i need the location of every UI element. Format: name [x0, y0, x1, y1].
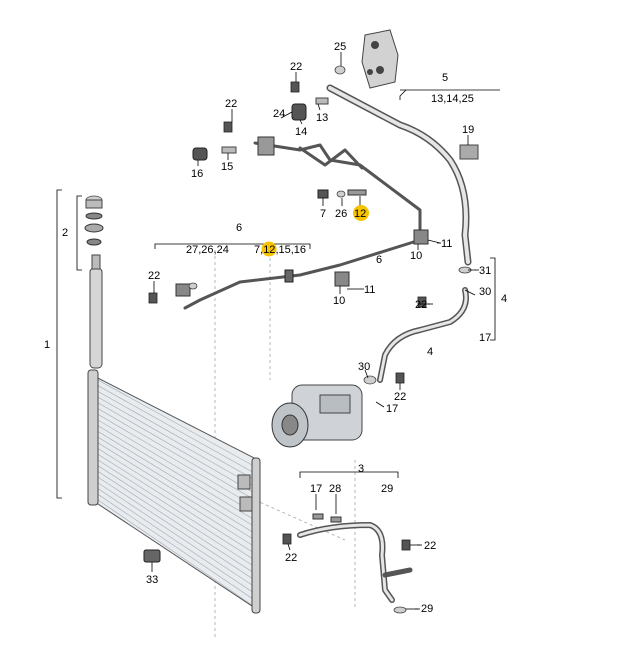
condenser-fin	[97, 431, 253, 526]
group-label: 5	[442, 72, 448, 84]
part-callout: 17	[479, 332, 491, 344]
condenser	[87, 369, 261, 614]
condenser-fin	[97, 436, 253, 532]
part-callout: 17	[310, 483, 322, 495]
group-label: 3	[358, 463, 364, 475]
condenser-fins	[97, 379, 253, 606]
group-label: 29	[381, 483, 393, 495]
part-callout-highlighted: 12	[354, 208, 366, 220]
condenser-fin	[97, 396, 253, 486]
part-callout: 30	[479, 286, 491, 298]
group-label: 13,14,25	[431, 93, 474, 105]
compressor	[271, 384, 363, 448]
part-callout: 22	[290, 61, 302, 73]
part-callout: 22	[148, 270, 160, 282]
condenser-fin	[97, 482, 253, 586]
pipe-lines	[183, 84, 472, 603]
part-callout: 19	[462, 124, 474, 136]
condenser-fin	[97, 453, 253, 552]
part-callout: 11	[364, 284, 375, 296]
group-label: 6	[236, 222, 242, 234]
condenser-fin	[97, 391, 253, 479]
part-callout: 16	[191, 168, 203, 180]
part-callout: 22	[285, 552, 297, 564]
hardware	[143, 65, 479, 614]
part-callout: 10	[333, 295, 345, 307]
expansion-valve	[361, 29, 399, 89]
condenser-fin	[97, 476, 253, 579]
group-6-sublist-text: 7,12,15,16	[254, 244, 306, 256]
condenser-fin	[97, 488, 253, 592]
part-callout: 14	[295, 126, 307, 138]
condenser-fin	[97, 442, 253, 539]
condenser-fin	[97, 402, 253, 492]
condenser-fin	[97, 408, 253, 499]
condenser-fin	[97, 385, 253, 472]
dash-markers	[360, 242, 479, 610]
group-label: 6	[376, 254, 382, 266]
group-label: 4	[501, 293, 507, 305]
condenser-fin	[97, 448, 253, 546]
highlight-marker	[353, 205, 369, 221]
part-callout: 22	[424, 540, 436, 552]
group-label: 4	[427, 346, 433, 358]
part-callout: 7	[320, 208, 326, 220]
condenser-fin	[97, 379, 253, 466]
part-callout: 11	[441, 238, 452, 250]
part-callout: 13	[316, 112, 328, 124]
condenser-fin	[97, 493, 253, 599]
part-callout: 26	[335, 208, 347, 220]
callout-labels: 25 22 22 24 14 13 19 16 15 7 26 12 11 10…	[146, 41, 491, 615]
condenser-fin	[97, 465, 253, 566]
condenser-fin	[97, 413, 253, 506]
part-callout: 10	[410, 250, 422, 262]
part-callout: 33	[146, 574, 158, 586]
part-callout: 22	[415, 299, 427, 311]
highlight-marker	[261, 241, 277, 257]
part-callout: 31	[479, 265, 491, 277]
group-label: 1	[44, 339, 50, 351]
condenser-fin	[97, 471, 253, 572]
group-brackets	[56, 89, 500, 499]
group-label: 2	[62, 227, 68, 239]
part-callout: 29	[421, 603, 433, 615]
condenser-fin	[97, 499, 253, 606]
group-label: 27,26,24	[186, 244, 229, 256]
part-callout: 25	[334, 41, 346, 53]
condenser-fin	[97, 459, 253, 559]
condenser-fin	[97, 419, 253, 512]
part-callout: 30	[358, 361, 370, 373]
part-callout: 22	[225, 98, 237, 110]
group-6-sublist: 7,12,15,16	[254, 241, 306, 257]
leader-lines	[151, 52, 476, 610]
dryer-assembly	[84, 195, 104, 369]
part-callout: 28	[329, 483, 341, 495]
part-callout: 22	[394, 391, 406, 403]
condenser-fin	[97, 425, 253, 519]
group-labels: 1 2 3 4 4 5 13,14,25 6 6 27,26,24 29	[44, 72, 507, 495]
part-callout: 17	[386, 403, 398, 415]
part-callout: 24	[273, 108, 285, 120]
part-callout: 15	[221, 161, 233, 173]
